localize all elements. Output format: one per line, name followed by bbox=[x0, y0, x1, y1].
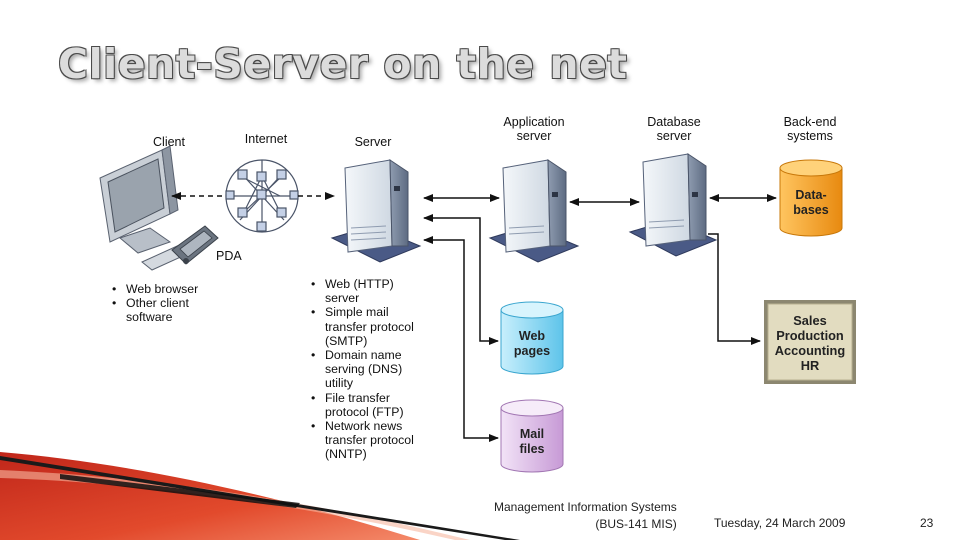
backend-systems-box-label: Sales Production Accounting HR bbox=[768, 313, 852, 373]
databases-label-line2: bases bbox=[793, 203, 829, 217]
internet-label: Internet bbox=[244, 132, 288, 146]
list-item: Simple mail transfer protocol (SMTP) bbox=[311, 305, 429, 348]
footer-course-line2: (BUS-141 MIS) bbox=[595, 517, 677, 531]
list-item: Other client software bbox=[112, 296, 222, 324]
database-server-label-line1: Database bbox=[647, 115, 701, 129]
list-item: HR bbox=[800, 358, 820, 373]
databases-cylinder-icon bbox=[779, 159, 843, 237]
databases-label: Data- bases bbox=[780, 188, 842, 218]
internet-globe-icon bbox=[225, 159, 299, 233]
list-item: Network news transfer protocol (NNTP) bbox=[311, 419, 429, 462]
backend-systems-box-icon bbox=[764, 300, 856, 384]
database-server-label: Database server bbox=[636, 115, 712, 143]
databases-label-line1: Data- bbox=[795, 188, 827, 202]
slide-number: 23 bbox=[920, 516, 934, 530]
application-server-tower-icon bbox=[488, 159, 580, 263]
web-server-tower-icon bbox=[330, 159, 422, 263]
mail-files-cylinder-icon bbox=[500, 399, 564, 473]
mail-files-label: Mail files bbox=[501, 427, 563, 457]
web-pages-label-line1: Web bbox=[518, 329, 546, 343]
list-item: File transfer protocol (FTP) bbox=[311, 391, 429, 419]
connection-arrows bbox=[423, 194, 777, 442]
footer-course-line1: Management Information Systems bbox=[494, 500, 677, 514]
database-server-tower-icon bbox=[628, 153, 718, 257]
database-server-label-line2: server bbox=[656, 129, 692, 143]
footer-course: Management Information Systems (BUS-141 … bbox=[494, 499, 677, 533]
list-item: Production bbox=[776, 328, 844, 343]
footer-date: Tuesday, 24 March 2009 bbox=[714, 516, 846, 530]
application-server-label: Application server bbox=[494, 115, 574, 143]
server-services-list: Web (HTTP) server Simple mail transfer p… bbox=[311, 277, 429, 462]
mail-files-label-line1: Mail bbox=[519, 427, 545, 441]
pda-icon bbox=[171, 225, 219, 265]
server-label: Server bbox=[354, 135, 392, 149]
backend-systems-label-line2: systems bbox=[787, 129, 833, 143]
list-item: Sales bbox=[793, 313, 827, 328]
client-label: Client bbox=[153, 135, 185, 149]
client-software-list: Web browser Other client software bbox=[112, 282, 222, 325]
list-item: Accounting bbox=[774, 343, 846, 358]
application-server-label-line2: server bbox=[516, 129, 552, 143]
web-pages-label-line2: pages bbox=[513, 344, 551, 358]
backend-systems-label-line1: Back-end bbox=[783, 115, 837, 129]
list-item: Web browser bbox=[112, 282, 222, 296]
list-item: Domain name serving (DNS) utility bbox=[311, 348, 429, 391]
slide-title: Client-Server on the net bbox=[58, 40, 628, 88]
web-pages-cylinder-icon bbox=[500, 301, 564, 375]
decorative-swoosh bbox=[0, 452, 520, 540]
web-pages-label: Web pages bbox=[501, 329, 563, 359]
client-computer-icon bbox=[99, 145, 197, 271]
pda-label: PDA bbox=[216, 249, 242, 263]
mail-files-label-line2: files bbox=[519, 442, 545, 456]
backend-systems-label: Back-end systems bbox=[774, 115, 846, 143]
list-item: Web (HTTP) server bbox=[311, 277, 429, 305]
application-server-label-line1: Application bbox=[503, 115, 565, 129]
